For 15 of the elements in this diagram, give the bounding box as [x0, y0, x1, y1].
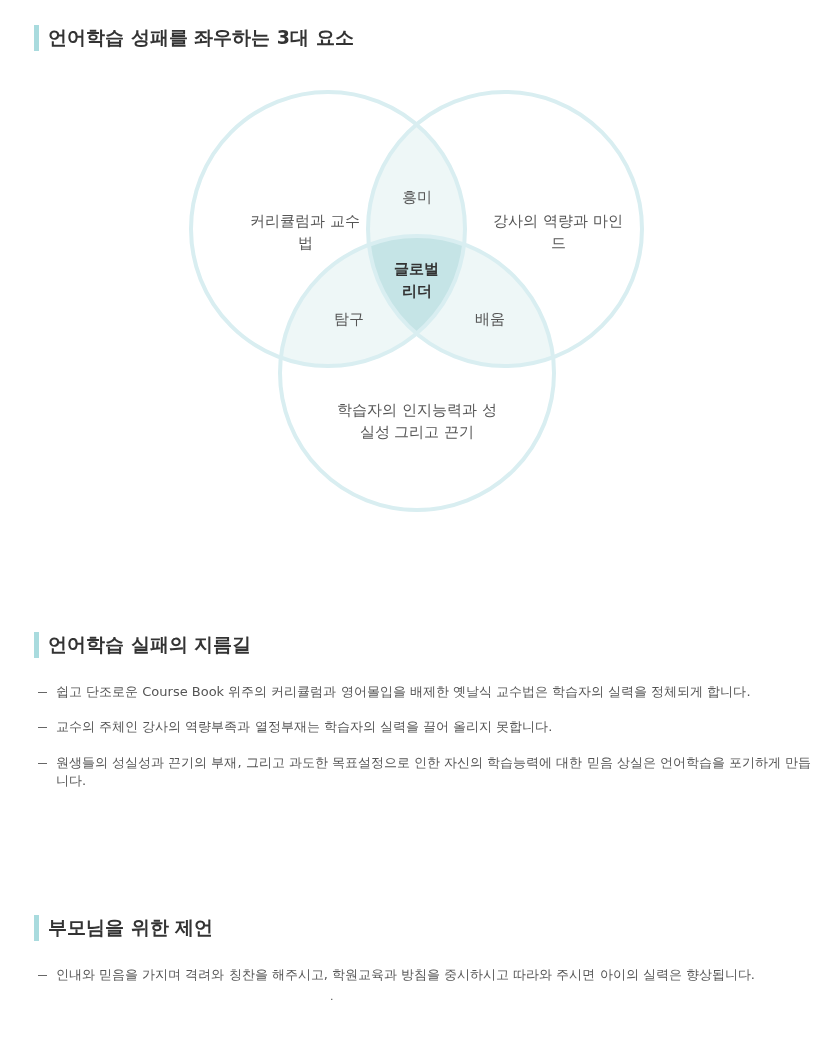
- section-heading: 언어학습 실패의 지름길: [48, 632, 252, 657]
- section-heading: 언어학습 성패를 좌우하는 3대 요소: [48, 25, 354, 50]
- region-label: 학습자의 인지능력과 성실성 그리고 끈기: [336, 400, 498, 443]
- region-label: 강사의 역량과 마인드: [493, 211, 623, 254]
- region-label: 흥미: [401, 187, 433, 208]
- region-label: 탐구: [333, 309, 365, 330]
- bullet-text: 원생들의 성실성과 끈기의 부재, 그리고 과도한 목표설정으로 인한 자신의 학습능력에 대한 믿음 상실은 언어학습을 포기하게 만듭니다.: [56, 754, 813, 790]
- bullet-text: 교수의 주체인 강사의 역량부족과 열정부재는 학습자의 실력을 끌어 올리지 못합니다.: [56, 718, 553, 736]
- bullet-text: 인내와 믿음을 가지며 격려와 칭찬을 해주시고, 학원교육과 방침을 중시하시고 따라와 주시면 아이의 실력은 향상됩니다.: [56, 966, 755, 984]
- section-heading: 부모님을 위한 제언: [48, 915, 214, 940]
- bullet-text: 쉽고 단조로운 Course Book 위주의 커리큘럼과 영어몰입을 배제한 옛날식 교수법은 학습자의 실력을 정체되게 합니다.: [56, 683, 751, 701]
- region-label: 글로벌 리더: [393, 259, 441, 302]
- stray-dot: .: [330, 990, 334, 1003]
- region-label: 배움: [474, 309, 506, 330]
- region-label: 커리큘럼과 교수법: [249, 211, 361, 254]
